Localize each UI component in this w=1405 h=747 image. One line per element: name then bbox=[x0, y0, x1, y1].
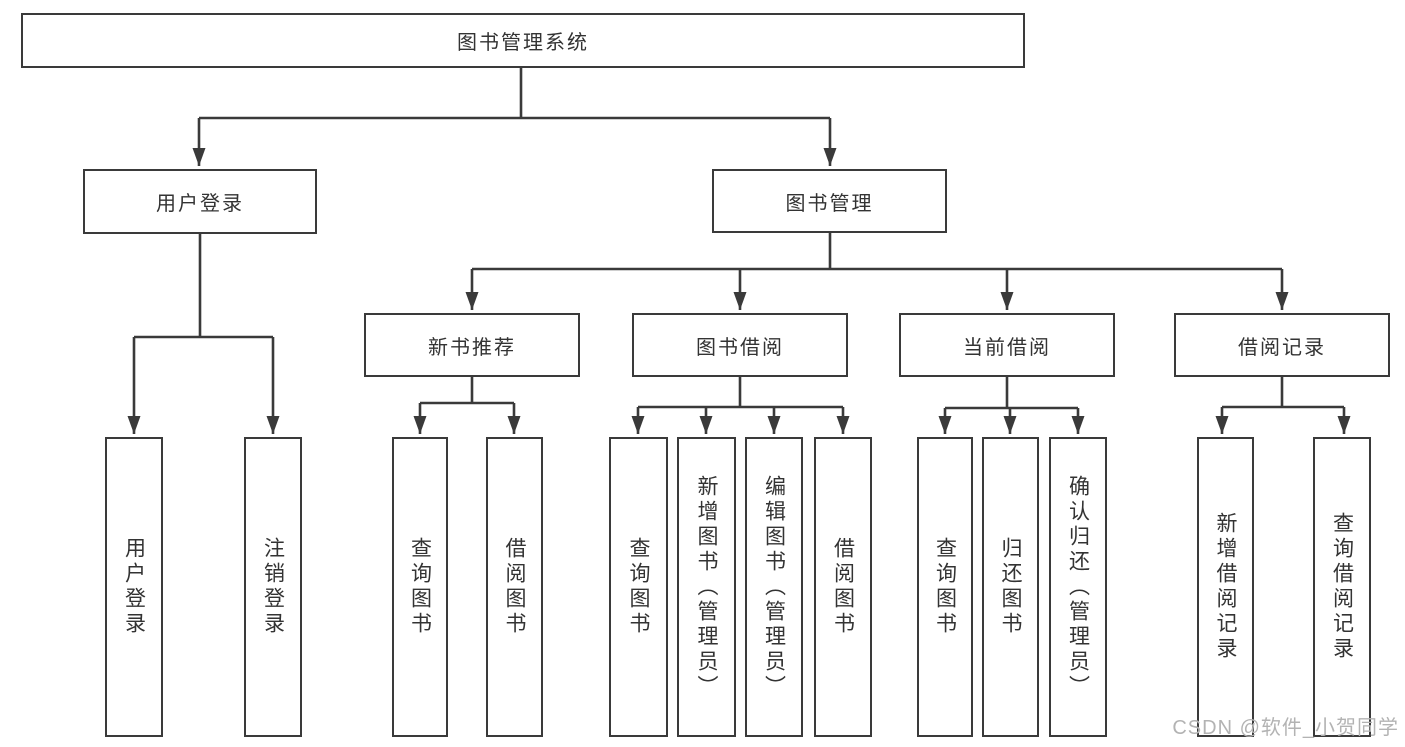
leaf-add-book-admin: 新增图书（管理员） bbox=[677, 437, 736, 737]
leaf-logout: 注销登录 bbox=[244, 437, 302, 737]
leaf-add-borrow-record: 新增借阅记录 bbox=[1197, 437, 1254, 737]
node-root: 图书管理系统 bbox=[21, 13, 1025, 68]
leaf-query-books-current: 查询图书 bbox=[917, 437, 973, 737]
node-current-borrow: 当前借阅 bbox=[899, 313, 1115, 377]
leaf-query-books-borrow: 查询图书 bbox=[609, 437, 668, 737]
node-book-management: 图书管理 bbox=[712, 169, 947, 233]
leaf-edit-book-admin: 编辑图书（管理员） bbox=[745, 437, 803, 737]
leaf-query-books-recommend: 查询图书 bbox=[392, 437, 448, 737]
node-user-login: 用户登录 bbox=[83, 169, 317, 234]
leaf-borrow-books: 借阅图书 bbox=[814, 437, 872, 737]
node-new-book-recommend: 新书推荐 bbox=[364, 313, 580, 377]
leaf-query-borrow-record: 查询借阅记录 bbox=[1313, 437, 1371, 737]
leaf-user-login: 用户登录 bbox=[105, 437, 163, 737]
csdn-watermark: CSDN @软件_小贺同学 bbox=[1172, 717, 1399, 739]
leaf-return-books: 归还图书 bbox=[982, 437, 1039, 737]
leaf-confirm-return-admin: 确认归还（管理员） bbox=[1049, 437, 1107, 737]
node-borrow-records: 借阅记录 bbox=[1174, 313, 1390, 377]
leaf-borrow-books-recommend: 借阅图书 bbox=[486, 437, 543, 737]
node-book-borrow: 图书借阅 bbox=[632, 313, 848, 377]
